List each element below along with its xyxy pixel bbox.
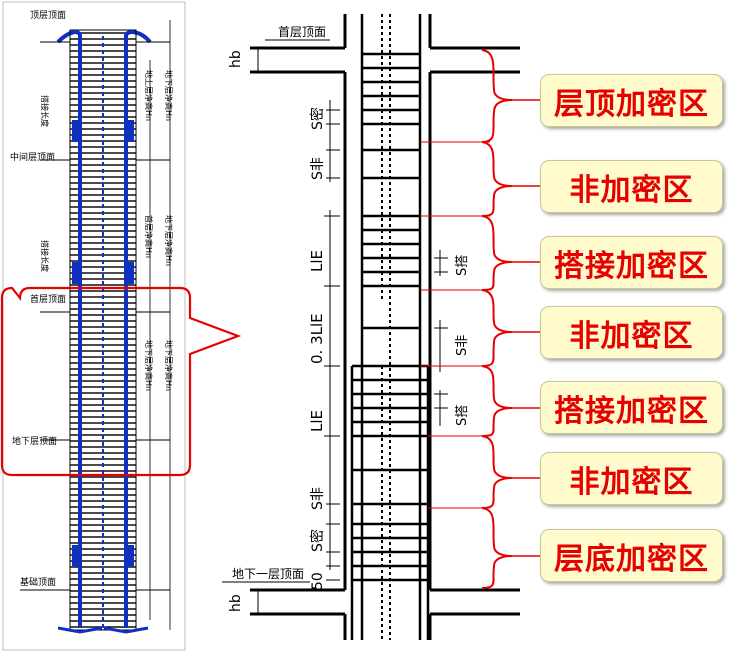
left-label-mid: 中间层顶面 <box>10 151 55 163</box>
left-label-dense-f: 地下层净高Hn <box>164 340 174 391</box>
left-label-dense-b: 地下层净高Hn <box>164 70 174 121</box>
zone-label-lap-dense-2: 搭接加密区 <box>540 381 723 434</box>
hb-label-top: hb <box>228 50 244 68</box>
dim-s-dense-bottom: S密 <box>309 529 326 552</box>
zone-label-non-dense-3: 非加密区 <box>540 452 723 505</box>
dim-s-lap-2: S搭 <box>454 405 470 426</box>
first-floor-top-label: 首层顶面 <box>278 25 326 39</box>
column-elevation: 首层顶面 地下一层顶面 hb hb S密 S非 LlE 0. 3LlE LlE … <box>222 14 540 640</box>
callout-highlight <box>0 286 242 477</box>
left-detail-panel: 顶层顶面 中间层顶面 首层顶面 地下层顶面 基础顶面 搭接长度 搭接长度 地上层… <box>2 1 186 651</box>
dim-s-non-bottom: S非 <box>310 487 326 510</box>
dim-s-non-top: S非 <box>310 157 326 180</box>
dim-s-non-mid: S非 <box>455 335 470 356</box>
left-label-dense-e: 地下层净高Hn <box>144 340 154 391</box>
zone-label-non-dense-1: 非加密区 <box>540 160 723 213</box>
dim-lle-03: 0. 3LlE <box>308 313 326 364</box>
left-label-lap1: 搭接长度 <box>40 95 50 127</box>
zone-label-top-dense: 层顶加密区 <box>540 74 723 127</box>
dim-50: 50 <box>310 572 326 590</box>
zone-label-non-dense-2: 非加密区 <box>540 306 723 359</box>
left-label-dense-d: 地下层净高Hn <box>164 215 174 266</box>
zone-label-bottom-dense: 层底加密区 <box>540 529 723 582</box>
left-label-roof: 顶层顶面 <box>30 10 66 21</box>
zone-label-lap-dense-1: 搭接加密区 <box>540 236 723 289</box>
left-label-dense-a: 地上层净高Hn <box>144 70 154 121</box>
left-label-dense-c: 首层净高Hn <box>144 215 154 258</box>
left-label-foundation: 基础顶面 <box>20 576 56 588</box>
dim-s-lap-1: S搭 <box>454 255 470 276</box>
dim-lle-2: LlE <box>308 410 326 432</box>
hb-label-bottom: hb <box>228 594 244 612</box>
left-label-lap2: 搭接长度 <box>40 240 50 272</box>
dim-lle-1: LlE <box>308 250 326 272</box>
left-label-basement: 地下层顶面 <box>12 435 57 447</box>
left-label-first: 首层顶面 <box>30 293 66 305</box>
basement-floor-top-label: 地下一层顶面 <box>232 567 304 581</box>
dim-s-dense-top: S密 <box>309 107 326 130</box>
